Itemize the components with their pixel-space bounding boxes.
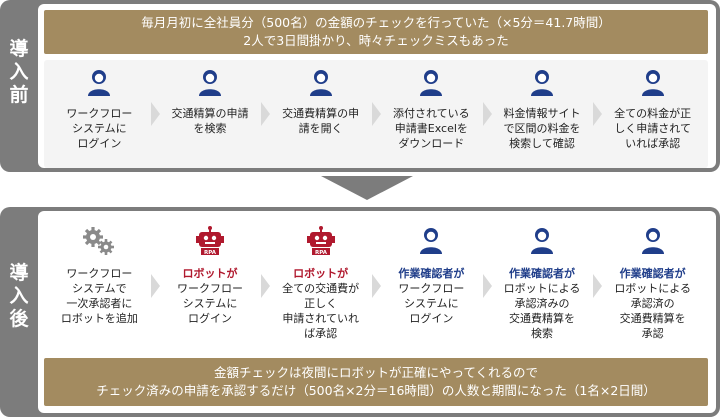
before-label: 導 入 前 xyxy=(9,38,29,106)
step-text-line: 交通精算の申請 xyxy=(171,107,249,120)
step-text-line: 交通費精算を xyxy=(619,312,686,325)
step-text-line: 料金情報サイト xyxy=(503,107,581,120)
step-arrow-icon xyxy=(593,102,603,126)
step-text-line: ロボットによる xyxy=(614,282,691,295)
after-step-4: 作業確認者がワークフローシステムにログイン xyxy=(379,216,483,354)
step-text-line: ロボットによる xyxy=(503,282,581,295)
step-text-line: 承認済みの xyxy=(514,297,570,310)
after-banner: 金額チェックは夜間にロボットが正確にやってくれるので チェック済みの申請を承認す… xyxy=(44,358,708,406)
step-text-line: ロボットを追加 xyxy=(60,312,138,325)
robot-icon: RPA xyxy=(196,224,224,258)
person-icon xyxy=(419,224,443,258)
step-arrow-icon xyxy=(372,274,381,298)
person-icon xyxy=(419,68,443,98)
before-step-5: 料金情報サイトで区間の料金を検索して確認 xyxy=(490,60,594,168)
gears-icon xyxy=(82,224,116,258)
after-step-text: ワークフローシステムで一次承認者にロボットを追加 xyxy=(61,266,138,326)
step-text-line: ログイン xyxy=(188,312,232,325)
before-step-3: 交通費精算の申請を開く xyxy=(269,60,373,168)
step-text-line: ワークフロー xyxy=(66,267,133,280)
after-step-3: RPA ロボットが全ての交通費が正しく申請されていれば承認 xyxy=(269,216,373,354)
step-arrow-icon xyxy=(593,274,603,298)
step-arrow-icon xyxy=(482,102,492,126)
step-text-line: 申請されていれ xyxy=(282,312,359,325)
before-flow: ワークフローシステムにログイン 交通精算の申請を検索 交通費精算の申請を開く 添付され… xyxy=(44,60,708,168)
before-step-text: 料金情報サイトで区間の料金を検索して確認 xyxy=(504,106,581,151)
step-actor-label: 作業確認者が xyxy=(398,267,465,280)
step-text-line: ワークフロー xyxy=(398,282,465,295)
step-text-line: システムに xyxy=(182,297,238,310)
step-text-line: システムで xyxy=(71,282,127,295)
step-arrow-icon xyxy=(150,102,160,126)
after-step-6: 作業確認者がロボットによる承認済の交通費精算を承認 xyxy=(601,216,705,354)
step-text-line: 承認済の xyxy=(630,297,675,310)
step-text-line: 検索 xyxy=(530,327,553,340)
step-arrow-icon xyxy=(261,274,271,298)
person-icon xyxy=(530,68,554,98)
step-text-line: ログイン xyxy=(409,312,454,325)
step-text-line: 承認 xyxy=(641,327,664,340)
step-text-line: 請を開く xyxy=(298,122,343,135)
robot-icon: RPA xyxy=(306,224,335,258)
step-text-line: を検索 xyxy=(193,122,227,135)
step-text-line: 全ての料金が正 xyxy=(614,107,692,120)
step-text-line: しく申請されて xyxy=(614,122,691,135)
before-step-2: 交通精算の申請を検索 xyxy=(158,60,262,168)
step-text-line: 交通費精算の申 xyxy=(282,107,360,120)
after-step-5: 作業確認者がロボットによる承認済みの交通費精算を検索 xyxy=(490,216,594,354)
svg-text:RPA: RPA xyxy=(315,250,328,256)
step-text-line: 検索して確認 xyxy=(509,137,575,150)
step-text-line: ワークフロー xyxy=(66,107,133,120)
person-icon xyxy=(641,224,665,258)
after-step-text: ロボットがワークフローシステムにログイン xyxy=(177,266,243,326)
after-label: 導 入 後 xyxy=(9,262,29,330)
step-text-line: ば承認 xyxy=(304,327,338,340)
step-actor-label: ロボットが xyxy=(293,267,349,280)
step-text-line: 添付されている xyxy=(392,107,470,120)
before-step-6: 全ての料金が正しく申請されていれば承認 xyxy=(601,60,705,168)
step-text-line: 正しく xyxy=(304,297,338,310)
person-icon xyxy=(530,224,554,258)
person-icon xyxy=(641,68,665,98)
step-arrow-icon xyxy=(150,274,160,298)
step-text-line: ダウンロード xyxy=(398,137,465,150)
person-icon xyxy=(309,68,333,98)
step-text-line: ワークフロー xyxy=(177,282,243,295)
step-text-line: システムに xyxy=(71,122,127,135)
after-step-text: 作業確認者がロボットによる承認済の交通費精算を承認 xyxy=(614,266,691,341)
before-step-1: ワークフローシステムにログイン xyxy=(47,60,151,168)
step-text-line: いれば承認 xyxy=(625,137,681,150)
step-actor-label: 作業確認者が xyxy=(508,267,575,280)
after-step-1: ワークフローシステムで一次承認者にロボットを追加 xyxy=(47,216,151,354)
step-arrow-icon xyxy=(372,102,381,126)
after-step-text: ロボットが全ての交通費が正しく申請されていれば承認 xyxy=(282,266,359,341)
step-text-line: 申請書Excelを xyxy=(394,122,468,135)
svg-text:RPA: RPA xyxy=(204,250,217,256)
person-icon xyxy=(198,68,222,98)
before-banner: 毎月月初に全社員分（500名）の金額のチェックを行っていた（×5分＝41.7時間… xyxy=(44,10,708,54)
step-arrow-icon xyxy=(261,102,271,126)
step-text-line: システムに xyxy=(403,297,459,310)
step-actor-label: ロボットが xyxy=(182,267,238,280)
step-text-line: 一次承認者に xyxy=(66,297,133,310)
after-step-text: 作業確認者がワークフローシステムにログイン xyxy=(398,266,464,326)
person-icon xyxy=(87,68,111,98)
before-step-text: 添付されている申請書Excelをダウンロード xyxy=(393,106,470,151)
step-actor-label: 作業確認者が xyxy=(619,267,686,280)
step-text-line: 交通費精算を xyxy=(508,312,575,325)
before-step-text: ワークフローシステムにログイン xyxy=(66,106,132,151)
before-step-4: 添付されている申請書Excelをダウンロード xyxy=(379,60,483,168)
step-text-line: ログイン xyxy=(77,137,122,150)
step-arrow-icon xyxy=(482,274,492,298)
down-arrow xyxy=(321,176,413,200)
step-text-line: で区間の料金を xyxy=(503,122,581,135)
after-step-2: RPA ロボットがワークフローシステムにログイン xyxy=(158,216,262,354)
before-step-text: 全ての料金が正しく申請されていれば承認 xyxy=(614,106,691,151)
before-step-text: 交通精算の申請を検索 xyxy=(172,106,249,136)
before-step-text: 交通費精算の申請を開く xyxy=(282,106,359,136)
after-step-text: 作業確認者がロボットによる承認済みの交通費精算を検索 xyxy=(504,266,581,341)
step-text-line: 全ての交通費が xyxy=(282,282,360,295)
